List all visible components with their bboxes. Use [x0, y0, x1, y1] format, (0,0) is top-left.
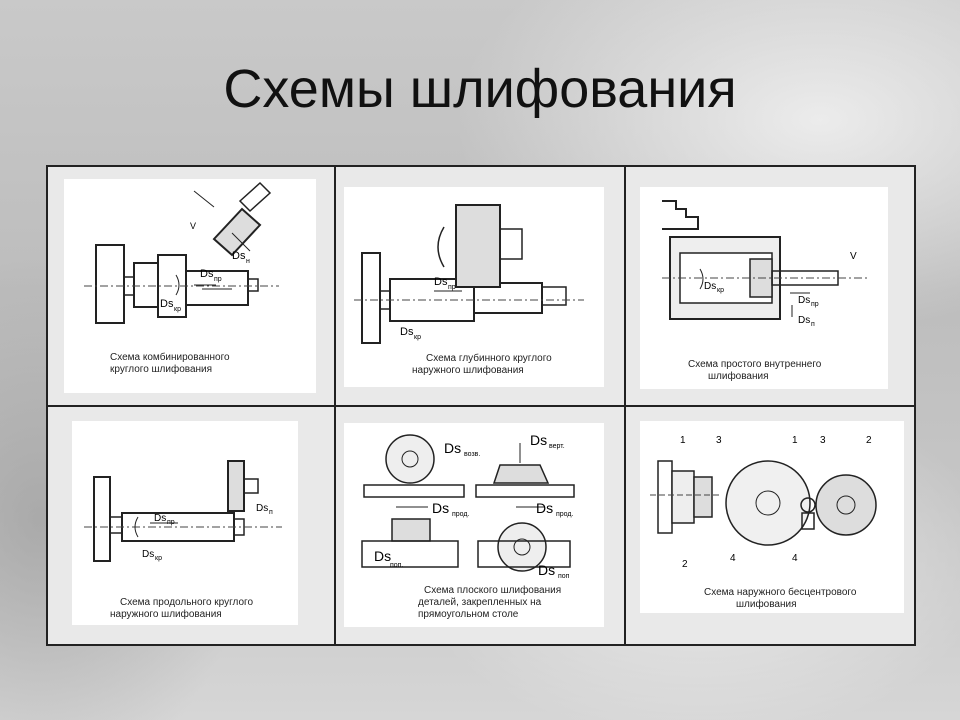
label-ds-vozv-sub: возв.: [464, 451, 480, 458]
label-ds-pr-sub: пр: [448, 284, 456, 291]
label-num-1: 1: [680, 435, 686, 446]
scheme-caption: круглого шлифования: [110, 364, 213, 375]
label-ds-pr: Ds: [154, 513, 166, 524]
label-ds-prod2-sub: прод.: [556, 511, 574, 518]
schemes-grid: V Ds н Ds пр Ds кр Схема комбинированног…: [46, 165, 916, 646]
label-v: V: [190, 221, 196, 231]
label-num-2: 2: [866, 435, 872, 446]
label-ds-pr-sub: пр: [167, 519, 175, 526]
label-ds-vert: Ds: [530, 432, 547, 448]
label-v: V: [850, 251, 857, 262]
label-ds-pop2-sub: поп: [558, 573, 570, 580]
label-ds-n: Ds: [232, 250, 246, 262]
label-ds-kr-sub: кр: [717, 287, 724, 294]
label-ds-kr: Ds: [400, 326, 414, 338]
label-ds-pr: Ds: [798, 295, 810, 306]
label-ds-pr-sub: пр: [214, 276, 222, 283]
scheme-combined-round: V Ds н Ds пр Ds кр Схема комбинированног…: [64, 179, 316, 393]
label-num-4b: 4: [792, 553, 798, 564]
scheme-caption: Схема наружного бесцентрового: [704, 587, 857, 598]
scheme-flat: Ds возв. Ds верт. Ds прод. Ds прод. Ds п…: [344, 423, 604, 627]
scheme-caption: наружного шлифования: [412, 365, 524, 376]
label-ds-n-sub: н: [246, 258, 250, 265]
scheme-combined-round-drawing: V Ds н Ds пр Ds кр: [84, 181, 279, 324]
scheme-flat-drawing: Ds возв. Ds верт. Ds прод. Ds прод. Ds п…: [361, 432, 575, 580]
scheme-caption: наружного шлифования: [110, 609, 222, 620]
scheme-caption: шлифования: [736, 599, 797, 610]
label-ds-prod2: Ds: [536, 500, 553, 516]
label-num-2b: 2: [682, 559, 688, 570]
scheme-caption: Схема продольного круглого: [120, 597, 254, 608]
scheme-internal-drawing: V Ds кр Ds пр Ds п: [662, 200, 870, 328]
scheme-deep-round: Ds пр Ds кр Схема глубинного круглого на…: [344, 187, 604, 387]
scheme-caption: Схема комбинированного: [110, 352, 230, 363]
label-num-1b: 1: [792, 435, 798, 446]
label-ds-pr-sub: пр: [811, 301, 819, 308]
scheme-longitudinal: Ds пр Ds п Ds кр Схема продольного кругл…: [72, 421, 298, 625]
label-ds-vozv: Ds: [444, 440, 461, 456]
label-ds-kr-sub: кр: [414, 334, 421, 341]
scheme-caption: Схема глубинного круглого: [426, 353, 552, 364]
label-ds-pr: Ds: [434, 276, 448, 288]
label-ds-pop1-sub: поп.: [390, 562, 403, 569]
label-num-3: 3: [716, 435, 722, 446]
label-ds-n-sub: п: [269, 509, 273, 516]
scheme-centerless: 1 3 1 3 2 2 4 4 Схема наружного бесцентр…: [640, 421, 904, 613]
label-ds-prod1: Ds: [432, 500, 449, 516]
scheme-centerless-drawing: 1 3 1 3 2 2 4 4: [650, 435, 877, 570]
scheme-caption: прямоугольном столе: [418, 609, 519, 620]
scheme-longitudinal-drawing: Ds пр Ds п Ds кр: [84, 460, 282, 562]
scheme-internal: V Ds кр Ds пр Ds п Схема простого внутре…: [640, 187, 888, 389]
label-num-3b: 3: [820, 435, 826, 446]
label-ds-kr: Ds: [160, 298, 174, 310]
label-num-4: 4: [730, 553, 736, 564]
scheme-caption: шлифования: [708, 371, 769, 382]
label-ds-n: Ds: [798, 315, 810, 326]
label-ds-n: Ds: [256, 503, 268, 514]
scheme-deep-round-drawing: Ds пр Ds кр: [354, 204, 584, 344]
label-ds-pop1: Ds: [374, 548, 391, 564]
label-ds-pr: Ds: [200, 268, 214, 280]
label-ds-kr: Ds: [704, 281, 716, 292]
grid-divider: [48, 405, 914, 407]
scheme-caption: деталей, закрепленных на: [418, 597, 542, 608]
label-ds-prod1-sub: прод.: [452, 511, 470, 518]
label-ds-kr: Ds: [142, 549, 154, 560]
label-ds-kr-sub: кр: [174, 306, 181, 313]
label-ds-vert-sub: верт.: [549, 443, 565, 450]
slide-title: Схемы шлифования: [223, 59, 737, 119]
scheme-caption: Схема простого внутреннего: [688, 359, 822, 370]
label-ds-pop2: Ds: [538, 562, 555, 578]
label-ds-kr-sub: кр: [155, 555, 162, 562]
scheme-caption: Схема плоского шлифования: [424, 585, 562, 596]
label-ds-n-sub: п: [811, 321, 815, 328]
